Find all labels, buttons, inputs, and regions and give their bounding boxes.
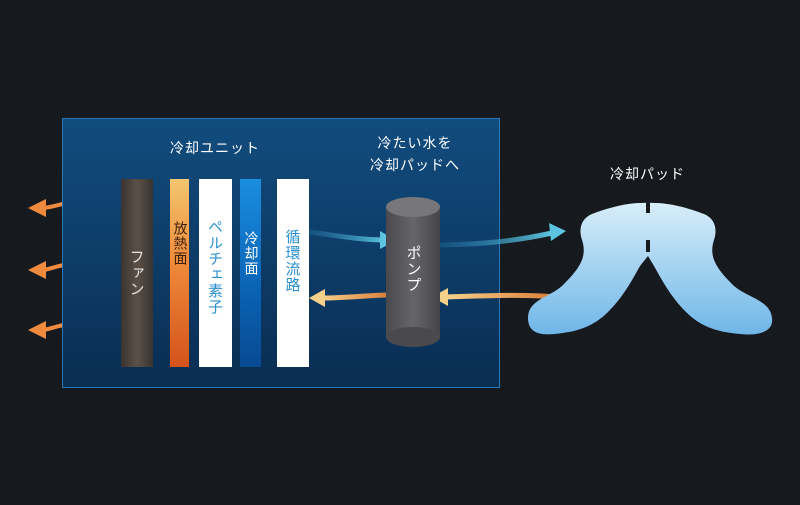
- hot-arrowhead-2: [28, 261, 46, 279]
- fan-component: ファン: [121, 179, 153, 367]
- heat-surface-label: 放熱面: [171, 221, 188, 266]
- warm-return-to-loop-head: [309, 289, 325, 307]
- cool-surface-component: 冷却面: [240, 179, 261, 367]
- cold-flow-to-pump: [308, 229, 386, 243]
- cooling-pad-slit: [646, 240, 650, 252]
- peltier-label: ペルチェ素子: [206, 219, 224, 315]
- circulation-component: 循環流路: [277, 179, 309, 367]
- cold-flow-to-pad-head: [549, 223, 566, 241]
- peltier-component: ペルチェ素子: [199, 179, 232, 367]
- cooling-pad-notch: [646, 203, 650, 213]
- cold-water-caption-line1: 冷たい水を: [377, 136, 453, 152]
- hot-arrowhead-1: [28, 199, 46, 217]
- unit-title: 冷却ユニット: [170, 141, 260, 157]
- heat-surface-component: 放熱面: [170, 179, 189, 367]
- cold-water-caption-line2: 冷却パッドへ: [370, 158, 460, 174]
- cold-water-caption: 冷たい水を 冷却パッドへ: [360, 133, 470, 177]
- pump-cylinder: [386, 197, 440, 347]
- fan-label: ファン: [127, 249, 146, 297]
- hot-arrowhead-3: [28, 321, 46, 339]
- pad-title: 冷却パッド: [610, 167, 685, 183]
- circulation-label: 循環流路: [283, 229, 302, 293]
- pump-label: ポンプ: [404, 245, 423, 293]
- cool-surface-label: 冷却面: [242, 231, 259, 276]
- warm-return-to-loop: [321, 292, 387, 301]
- pump-label-wrap: ポンプ: [388, 245, 440, 293]
- cooling-pad-shape: [528, 202, 773, 335]
- warm-return-to-pump: [445, 292, 557, 300]
- cold-flow-to-pad: [439, 230, 553, 248]
